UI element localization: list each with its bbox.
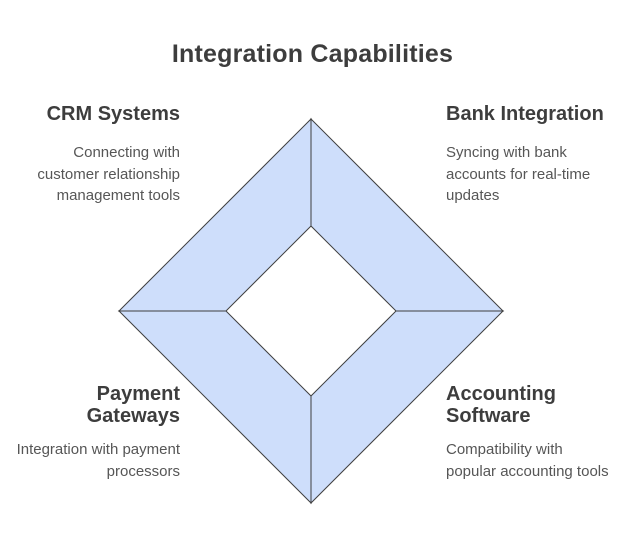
payment-gateways-heading: Payment Gateways bbox=[86, 383, 180, 427]
bank-integration-description: Syncing with bank accounts for real-time… bbox=[446, 144, 591, 204]
accounting-software-heading: Accounting Software bbox=[446, 383, 556, 427]
payment-gateways-description: Integration with payment processors bbox=[16, 441, 180, 480]
page-title: Integration Capabilities bbox=[171, 40, 454, 68]
crm-systems-heading: CRM Systems bbox=[46, 103, 180, 125]
quadrant-payment-shape bbox=[117, 310, 312, 505]
accounting-software-description: Compatibility with popular accounting to… bbox=[446, 441, 609, 480]
crm-systems-description: Connecting with customer relationship ma… bbox=[37, 144, 180, 204]
bank-integration-heading: Bank Integration bbox=[446, 103, 604, 125]
